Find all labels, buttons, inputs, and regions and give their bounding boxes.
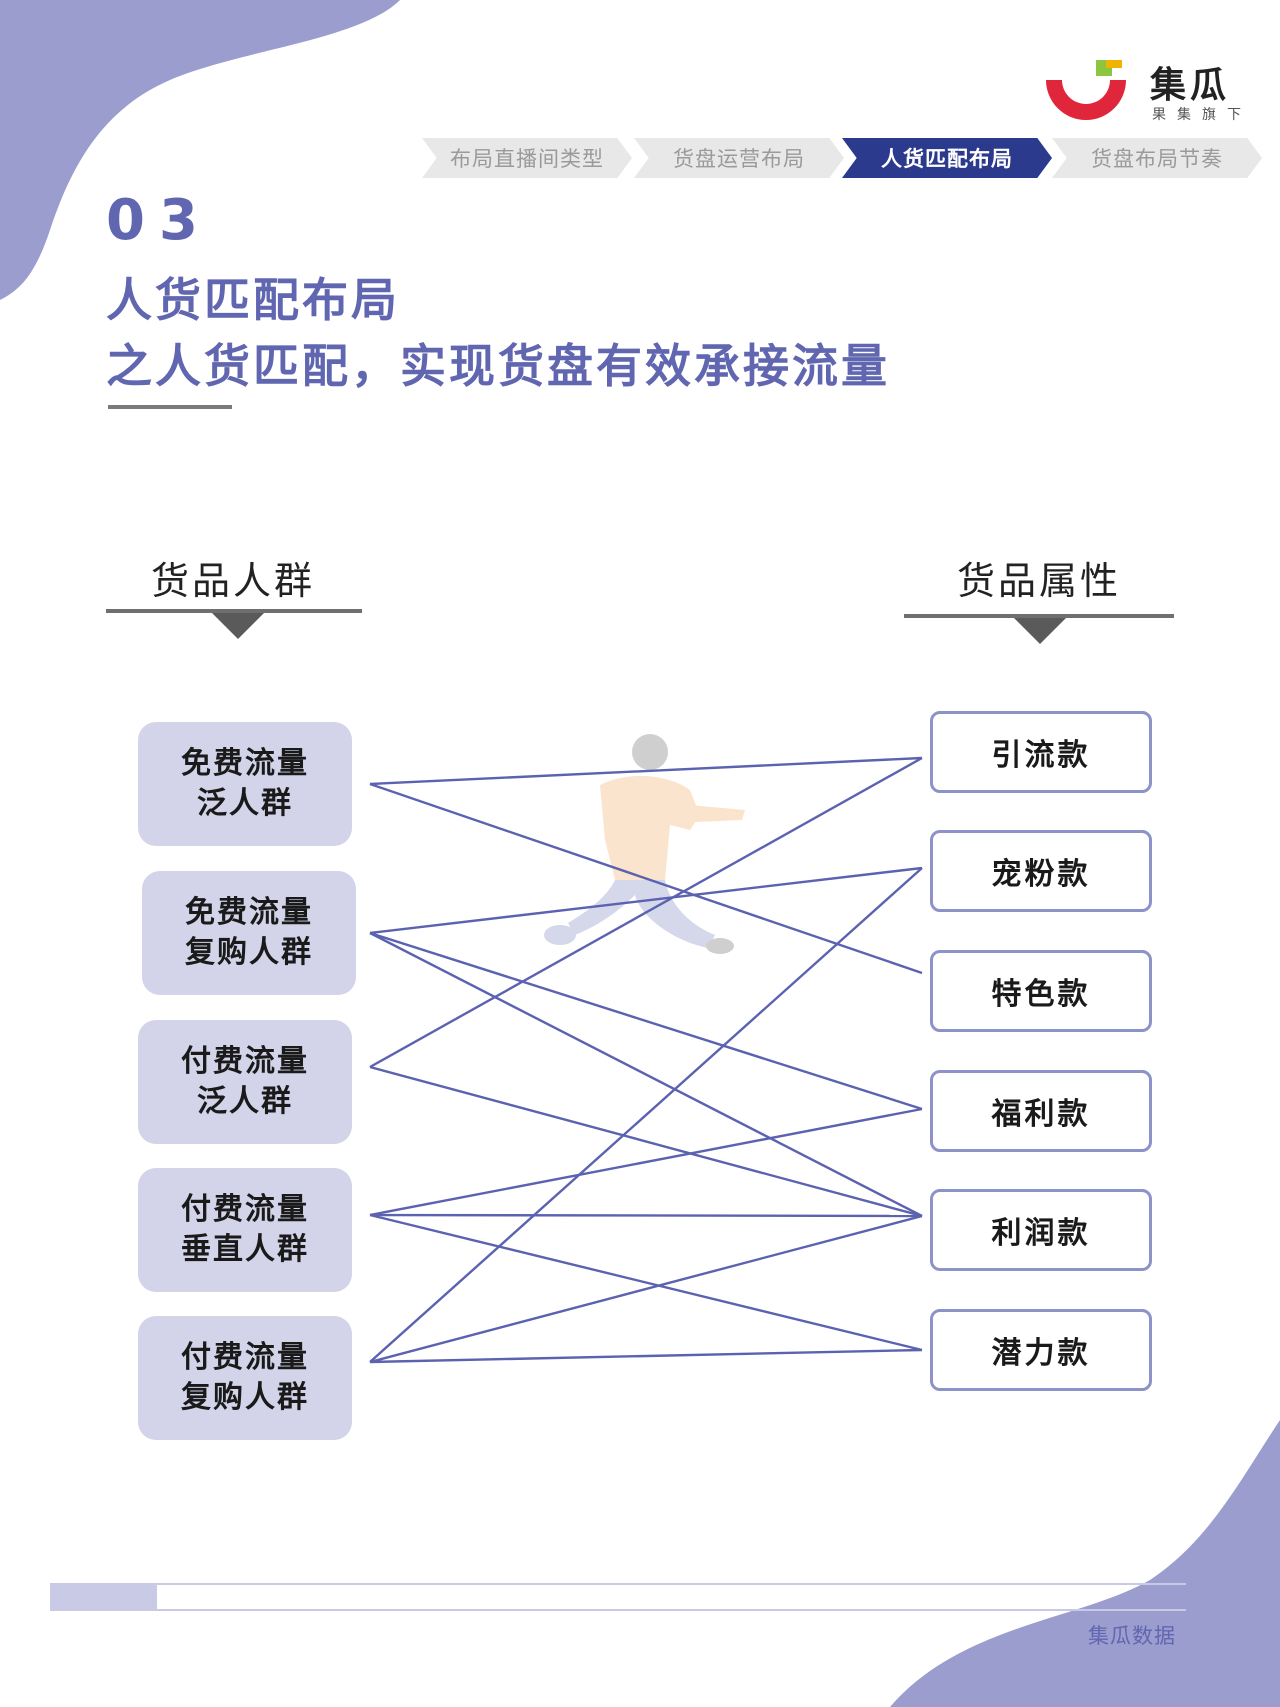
product-node-benefit[interactable]: 福利款 bbox=[930, 1070, 1152, 1152]
right-column-heading: 货品属性 bbox=[956, 559, 1121, 603]
footer-line-top bbox=[50, 1583, 1186, 1585]
logo-tagline: 果集旗下 bbox=[1152, 107, 1252, 123]
tab-goods-rhythm[interactable]: 货盘布局节奏 bbox=[1052, 138, 1262, 178]
product-node-traffic[interactable]: 引流款 bbox=[930, 711, 1152, 793]
node-label-line1: 免费流量 bbox=[185, 895, 313, 930]
section-number: 03 bbox=[106, 188, 212, 253]
bottom-right-blob bbox=[890, 1420, 1280, 1707]
logo-icon bbox=[1046, 60, 1126, 120]
node-label-line2: 垂直人群 bbox=[181, 1232, 309, 1267]
page-title: 人货匹配布局 bbox=[106, 273, 400, 327]
node-label-line1: 免费流量 bbox=[181, 746, 309, 781]
link-line bbox=[369, 1213, 923, 1218]
product-node-fan-favor[interactable]: 宠粉款 bbox=[930, 830, 1152, 912]
audience-node-paid-broad[interactable]: 付费流量 泛人群 bbox=[138, 1020, 352, 1144]
tab-layout-type[interactable]: 布局直播间类型 bbox=[422, 138, 632, 178]
footer-line-bottom bbox=[50, 1609, 1186, 1611]
node-label-line2: 复购人群 bbox=[185, 935, 313, 970]
link-line bbox=[369, 1214, 923, 1364]
node-label-line2: 泛人群 bbox=[197, 1084, 293, 1119]
node-label-line1: 付费流量 bbox=[181, 1340, 309, 1375]
page-subtitle: 之人货匹配，实现货盘有效承接流量 bbox=[106, 339, 890, 393]
right-heading-arrow-icon bbox=[1014, 618, 1066, 644]
link-line bbox=[369, 931, 923, 1218]
top-left-blob bbox=[0, 0, 400, 300]
link-line bbox=[369, 1213, 923, 1352]
product-node-featured[interactable]: 特色款 bbox=[930, 950, 1152, 1032]
node-label-line1: 付费流量 bbox=[181, 1044, 309, 1079]
right-heading-rule bbox=[904, 614, 1174, 618]
audience-node-free-repurchase[interactable]: 免费流量 复购人群 bbox=[142, 871, 356, 995]
title-divider bbox=[108, 405, 232, 409]
footer-accent-bar bbox=[50, 1585, 157, 1611]
running-person-illustration bbox=[544, 734, 745, 954]
audience-node-paid-vertical[interactable]: 付费流量 垂直人群 bbox=[138, 1168, 352, 1292]
tab-person-goods-match[interactable]: 人货匹配布局 bbox=[842, 138, 1052, 178]
node-label-line2: 复购人群 bbox=[181, 1380, 309, 1415]
tab-goods-operation[interactable]: 货盘运营布局 bbox=[634, 138, 844, 178]
left-heading-rule bbox=[106, 609, 362, 613]
logo-name: 集瓜 bbox=[1150, 65, 1231, 106]
left-heading-arrow-icon bbox=[212, 613, 264, 639]
audience-node-free-broad[interactable]: 免费流量 泛人群 bbox=[138, 722, 352, 846]
footer-source: 集瓜数据 bbox=[1088, 1624, 1176, 1648]
product-node-profit[interactable]: 利润款 bbox=[930, 1189, 1152, 1271]
link-line bbox=[369, 1065, 923, 1218]
audience-node-paid-repurchase[interactable]: 付费流量 复购人群 bbox=[138, 1316, 352, 1440]
left-column-heading: 货品人群 bbox=[150, 559, 315, 603]
link-line bbox=[369, 1348, 923, 1364]
node-label-line2: 泛人群 bbox=[197, 786, 293, 821]
link-line bbox=[369, 1107, 923, 1217]
node-label-line1: 付费流量 bbox=[181, 1192, 309, 1227]
product-node-potential[interactable]: 潜力款 bbox=[930, 1309, 1152, 1391]
